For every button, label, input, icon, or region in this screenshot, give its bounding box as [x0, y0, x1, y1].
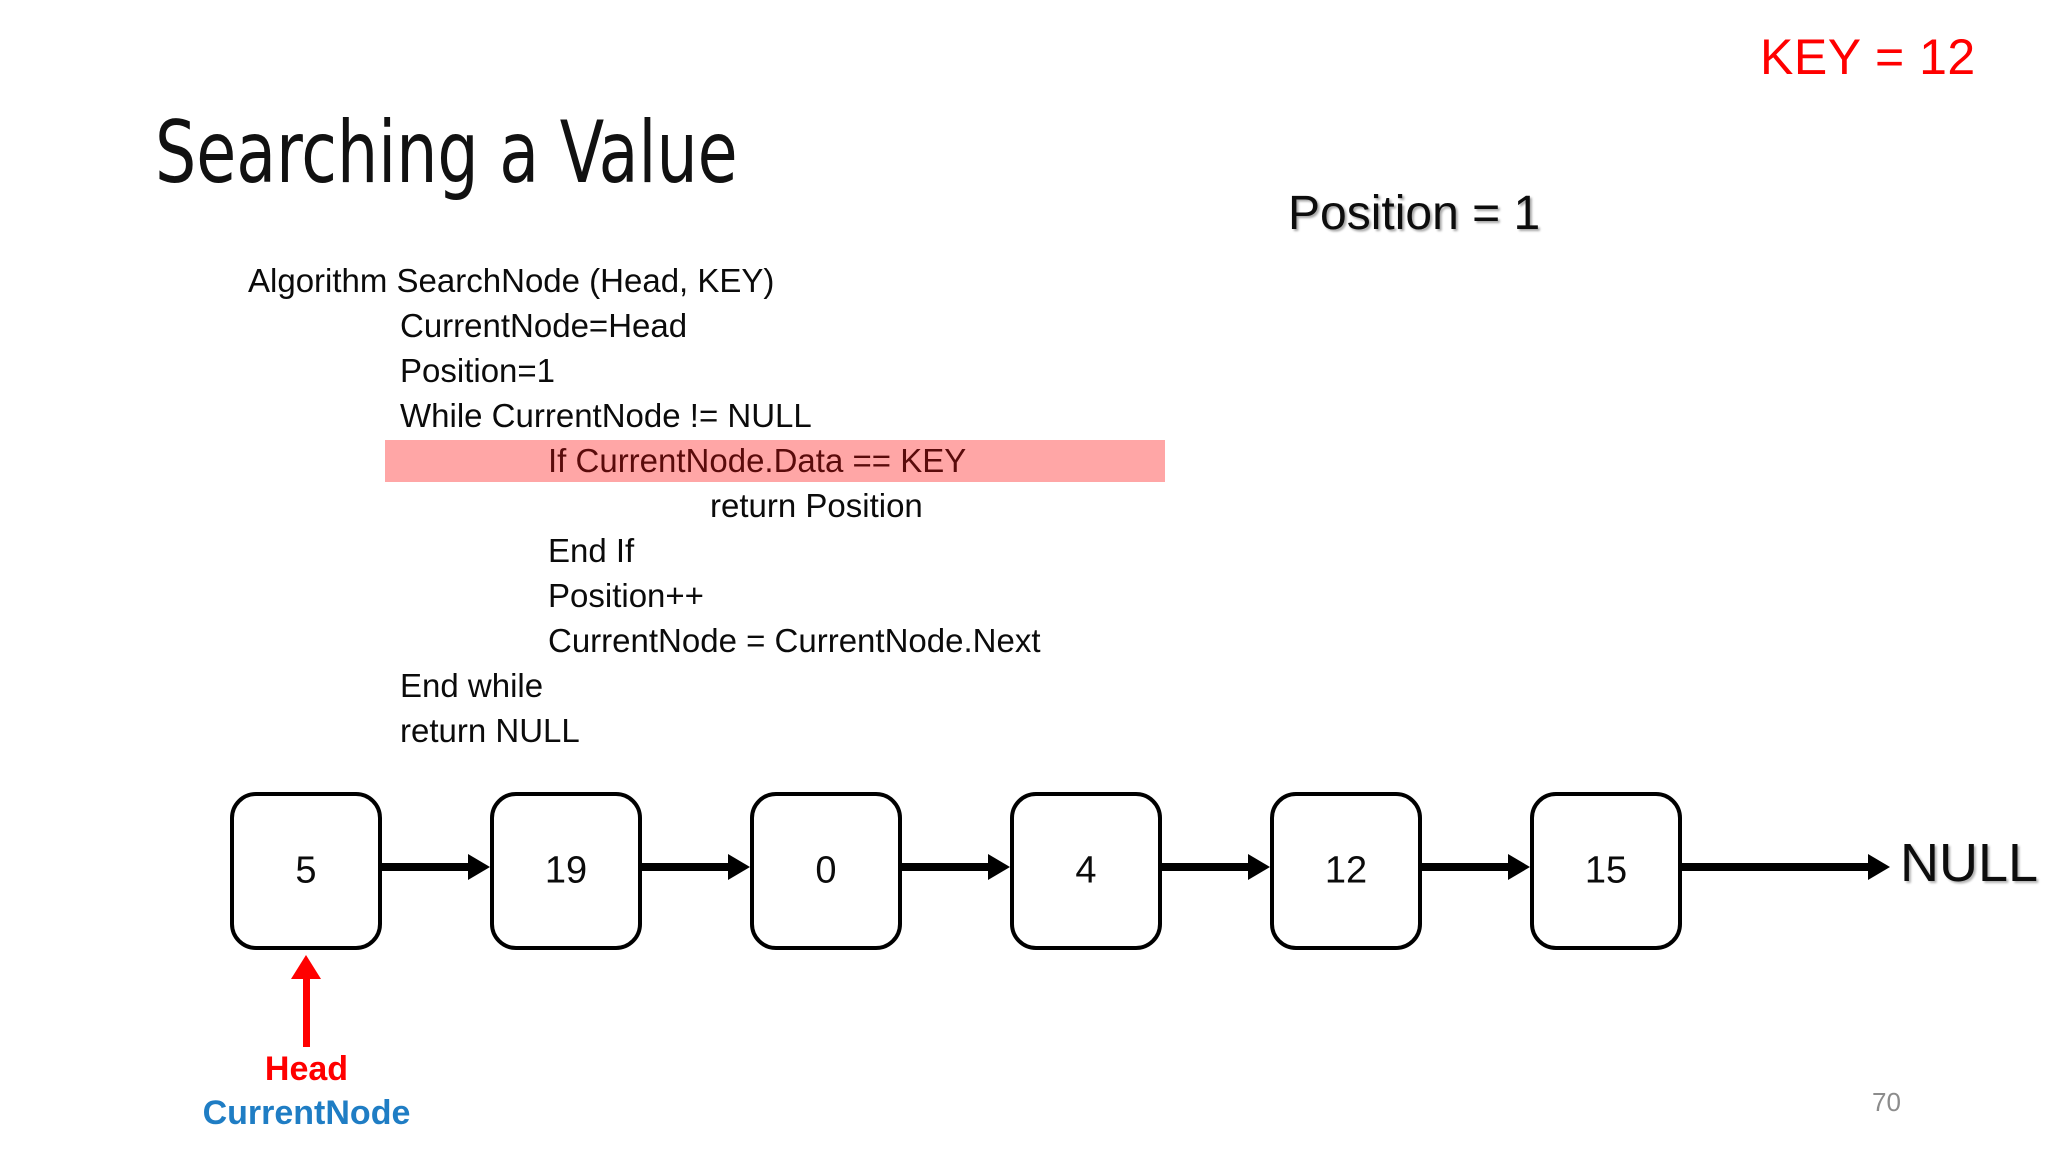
null-terminator-label: NULL	[1900, 833, 2039, 893]
code-line-text: CurrentNode = CurrentNode.Next	[548, 622, 1041, 659]
code-line: CurrentNode = CurrentNode.Next	[0, 618, 2048, 663]
code-line-text: Position=1	[400, 352, 556, 389]
list-node-value: 0	[815, 849, 837, 892]
code-line: End If	[0, 528, 2048, 573]
code-line-text: return NULL	[400, 712, 580, 749]
code-line: Position++	[0, 573, 2048, 618]
list-node: 12	[1270, 792, 1422, 950]
list-node-value: 5	[295, 849, 317, 892]
key-value-label: KEY = 12	[1760, 29, 1976, 85]
code-line-text: return Position	[710, 487, 923, 524]
list-next-arrow-icon	[1162, 854, 1270, 880]
list-node: 4	[1010, 792, 1162, 950]
code-line-text: End while	[400, 667, 544, 704]
head-pointer-label: Head	[264, 1050, 349, 1088]
code-line-text: If CurrentNode.Data == KEY	[548, 442, 967, 479]
list-next-arrow-icon	[382, 854, 490, 880]
code-line-text: Position++	[548, 577, 704, 614]
list-node-value: 12	[1324, 849, 1368, 892]
list-node: 0	[750, 792, 902, 950]
code-line-text: While CurrentNode != NULL	[400, 397, 812, 434]
algorithm-pseudocode-block: Algorithm SearchNode (Head, KEY) CurrentN…	[0, 258, 2048, 753]
code-line-text: Algorithm SearchNode (Head, KEY)	[248, 262, 775, 299]
list-node-value: 19	[544, 849, 588, 892]
list-node: 15	[1530, 792, 1682, 950]
list-node-value: 4	[1075, 849, 1097, 892]
code-line: return NULL	[0, 708, 2048, 753]
list-node-value: 15	[1584, 849, 1628, 892]
code-line: CurrentNode=Head	[0, 303, 2048, 348]
list-next-arrow-icon	[642, 854, 750, 880]
code-highlight-band	[385, 440, 1165, 482]
code-line: Position=1	[0, 348, 2048, 393]
list-node: 5	[230, 792, 382, 950]
code-line: return Position	[0, 483, 2048, 528]
code-line-text: CurrentNode=Head	[400, 307, 688, 344]
code-line-text: End If	[548, 532, 635, 569]
page-title: Searching a Value	[155, 103, 738, 203]
code-line-highlighted: If CurrentNode.Data == KEY	[0, 438, 2048, 483]
list-node: 19	[490, 792, 642, 950]
code-line: Algorithm SearchNode (Head, KEY)	[0, 258, 2048, 303]
code-line: End while	[0, 663, 2048, 708]
list-next-arrow-icon	[1422, 854, 1530, 880]
code-line: While CurrentNode != NULL	[0, 393, 2048, 438]
position-indicator-label: Position = 1	[1288, 187, 1541, 240]
head-pointer-arrow-shaft-icon	[303, 975, 310, 1047]
list-next-arrow-icon	[1682, 854, 1890, 880]
currentnode-pointer-label: CurrentNode	[202, 1094, 411, 1132]
list-next-arrow-icon	[902, 854, 1010, 880]
slide-number: 70	[1872, 1087, 1901, 1117]
